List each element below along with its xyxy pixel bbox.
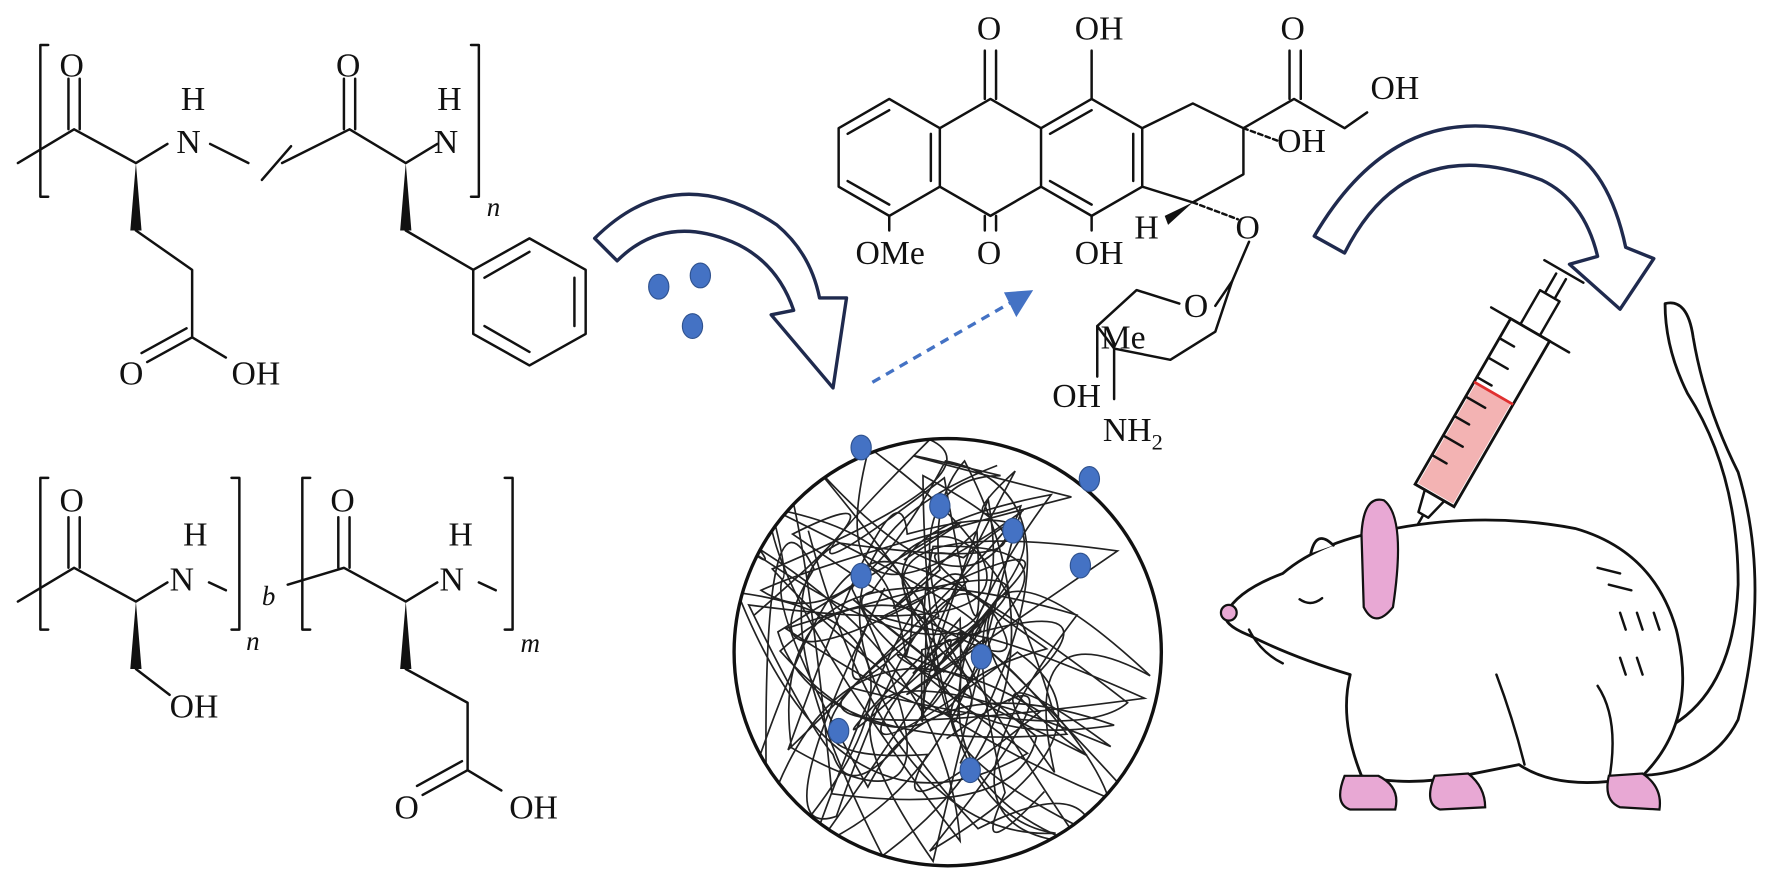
polymer-chain bbox=[736, 446, 1120, 863]
atom-label: O bbox=[119, 356, 143, 393]
subscript-m: m bbox=[520, 628, 539, 658]
polymer-chain bbox=[787, 512, 1148, 845]
atom-label: OH bbox=[1370, 70, 1419, 107]
atom-label: O bbox=[330, 483, 354, 520]
polymer-chain bbox=[770, 438, 1146, 866]
atom-label: H bbox=[448, 516, 472, 553]
atom-label: OH bbox=[1277, 123, 1326, 160]
block-label: b bbox=[262, 581, 275, 611]
atom-label: OH bbox=[1075, 10, 1124, 47]
dashed-arrow bbox=[871, 290, 1034, 384]
subscript-n: n bbox=[487, 192, 500, 222]
atom-label: OH bbox=[231, 356, 280, 393]
atom-label: N bbox=[176, 124, 200, 161]
atom-label: O bbox=[1281, 10, 1305, 47]
wedge-bond bbox=[130, 601, 142, 669]
atom-label: O bbox=[977, 10, 1001, 47]
polymer-chain bbox=[759, 454, 1072, 852]
rat bbox=[1219, 301, 1757, 811]
atom-label: N bbox=[434, 124, 458, 161]
curved-arrow bbox=[592, 192, 849, 390]
polymer-ser-b-glu: O H N n b O H N m OH O OH bbox=[16, 476, 558, 827]
wedge-bond bbox=[130, 163, 142, 231]
encapsulated-drug-dot bbox=[1078, 466, 1101, 492]
wedge-bond bbox=[400, 163, 412, 231]
atom-label: O bbox=[395, 790, 419, 827]
encapsulated-drug-dot bbox=[1069, 552, 1092, 579]
atom-label: O bbox=[977, 235, 1001, 272]
doxorubicin-structure: O OH O OH OH OMe O OH H O O Me OH NH2 bbox=[837, 10, 1419, 455]
atom-label: NH2 bbox=[1103, 412, 1163, 455]
encapsulated-drug-dot bbox=[970, 643, 993, 670]
syringe bbox=[1402, 258, 1585, 551]
encapsulated-drug-dot bbox=[827, 717, 850, 744]
atom-label: O bbox=[59, 483, 83, 520]
atom-label: N bbox=[440, 561, 464, 598]
atom-label: Me bbox=[1101, 320, 1146, 357]
atom-label: H bbox=[1134, 209, 1158, 246]
encapsulated-drug-dot bbox=[1002, 517, 1024, 544]
nanoparticle bbox=[732, 434, 1164, 868]
encapsulated-drug-dot bbox=[850, 434, 872, 461]
encapsulated-drug-dot bbox=[959, 757, 981, 784]
atom-label: O bbox=[59, 47, 83, 84]
polymer-chain bbox=[739, 495, 1115, 844]
atom-label: OH bbox=[509, 790, 558, 827]
free-drug-dots bbox=[648, 262, 712, 339]
atom-label: H bbox=[181, 81, 205, 118]
atom-label: OMe bbox=[856, 235, 925, 272]
wedge-bond bbox=[400, 601, 412, 669]
encapsulated-drug-dot bbox=[850, 562, 872, 589]
atom-label: OH bbox=[170, 688, 219, 725]
atom-label: O bbox=[1236, 209, 1260, 246]
atom-label: H bbox=[183, 516, 207, 553]
polymer-glu-phe: O H N O H N n O OH bbox=[16, 43, 587, 393]
atom-label: OH bbox=[1075, 235, 1124, 272]
polymer-chain bbox=[753, 459, 1023, 861]
encapsulated-drug-dot bbox=[929, 493, 951, 519]
atom-label: OH bbox=[1052, 378, 1101, 415]
atom-label: N bbox=[170, 561, 194, 598]
benzene-ring bbox=[471, 237, 587, 367]
atom-label: O bbox=[1184, 288, 1208, 325]
curved-arrow bbox=[1312, 124, 1656, 311]
atom-label: O bbox=[336, 47, 360, 84]
subscript-n: n bbox=[246, 626, 259, 656]
atom-label: H bbox=[437, 81, 461, 118]
